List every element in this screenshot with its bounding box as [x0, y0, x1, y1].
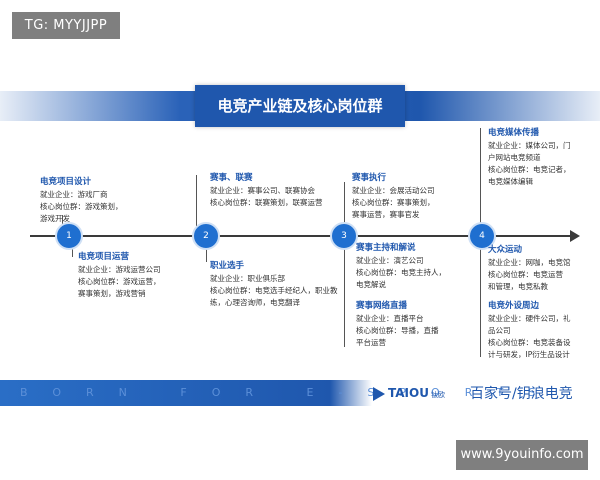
block-line: 和管理，电竞私教 [488, 282, 548, 291]
block-line: 核心岗位群：游戏运营， [78, 277, 161, 286]
block-line: 就业企业：职业俱乐部 [210, 274, 285, 283]
block-heading: 电竞项目设计 [40, 177, 92, 187]
diagram-title: 电竞产业链及核心岗位群 [217, 97, 383, 115]
block-line: 平台运营 [356, 338, 386, 347]
block-heading: 赛事、联赛 [210, 173, 253, 183]
timeline-arrow-icon [570, 230, 580, 242]
connector-4 [480, 128, 481, 235]
timeline-node-3: 3 [330, 222, 358, 250]
block-line: 就业企业：赛事公司、联赛协会 [210, 186, 315, 195]
block-heading: 赛事主持和解说 [356, 243, 416, 253]
block-line: 核心岗位群：赛事策划， [352, 198, 435, 207]
block-line: 就业企业：硬件公司，礼 [488, 314, 571, 323]
block-line: 练，心理咨询师，电竞翻译 [210, 298, 300, 307]
block-heading: 赛事网络直播 [356, 301, 408, 311]
banner-plate [195, 85, 405, 127]
block-line: 就业企业：网咖，电竞馆 [488, 258, 571, 267]
block-line: 就业企业：演艺公司 [356, 256, 424, 265]
timeline-node-2: 2 [192, 222, 220, 250]
block-line: 电竞解说 [356, 280, 386, 289]
block-heading: 大众运动 [488, 245, 523, 255]
block-live-streaming: 赛事网络直播 就业企业：直播平台 核心岗位群：导播，直播 平台运营 [356, 300, 439, 349]
block-line: 计与研发，IP衍生品设计 [488, 350, 570, 359]
connector-3 [344, 182, 345, 235]
block-line: 核心岗位群：电竞记者， [488, 165, 571, 174]
logo-text: TAIOU [388, 386, 429, 400]
block-esports-media: 电竞媒体传播 就业企业：媒体公司，门 户网站电竞频道 核心岗位群：电竞记者， 电… [488, 127, 571, 188]
block-line: 核心岗位群：联赛策划，联赛运营 [210, 198, 323, 207]
watermark-tag-top: TG: MYYJJPP [12, 12, 120, 39]
block-heading: 电竞项目运营 [78, 252, 130, 262]
connector-2 [196, 175, 197, 235]
block-line: 电竞媒体编辑 [488, 177, 533, 186]
footer-slogan: BORN FOR E-SPORTS [20, 386, 561, 399]
block-line: 品公司 [488, 326, 511, 335]
block-heading: 电竞外设周边 [488, 301, 540, 311]
block-line: 核心岗位群：游戏策划， [40, 202, 123, 211]
block-line: 核心岗位群：电竞运营 [488, 270, 563, 279]
block-pro-players: 职业选手 就业企业：职业俱乐部 核心岗位群：电竞选手经纪人，职业教 练，心理咨询… [210, 260, 338, 309]
block-heading: 职业选手 [210, 261, 245, 271]
connector-3b [344, 237, 345, 347]
block-hosting-commentary: 赛事主持和解说 就业企业：演艺公司 核心岗位群：电竞主持人， 电竞解说 [356, 242, 446, 291]
block-mass-sports: 大众运动 就业企业：网咖，电竞馆 核心岗位群：电竞运营 和管理，电竞私教 [488, 244, 571, 293]
block-esports-operation: 电竞项目运营 就业企业：游戏运营公司 核心岗位群：游戏运营， 赛事策划，游戏营销 [78, 251, 161, 300]
block-line: 核心岗位群：电竞主持人， [356, 268, 446, 277]
block-heading: 赛事执行 [352, 173, 387, 183]
block-line: 就业企业：直播平台 [356, 314, 424, 323]
block-line: 就业企业：媒体公司，门 [488, 141, 571, 150]
block-heading: 电竞媒体传播 [488, 128, 540, 138]
block-line: 核心岗位群：电竞装备设 [488, 338, 571, 347]
block-event-execution: 赛事执行 就业企业：会展活动公司 核心岗位群：赛事策划， 赛事运营，赛事官发 [352, 172, 435, 221]
timeline-axis [30, 235, 575, 237]
block-line: 赛事策划，游戏营销 [78, 289, 146, 298]
watermark-tag-bottom: www.9youinfo.com [456, 440, 588, 470]
block-line: 核心岗位群：电竞选手经纪人，职业教 [210, 286, 338, 295]
timeline-node-4: 4 [468, 222, 496, 250]
logo-subtext: 钛欧 [430, 391, 445, 399]
block-line: 游戏开发 [40, 214, 70, 223]
footer-strip [0, 380, 600, 406]
title-banner: 电竞产业链及核心岗位群 [0, 85, 600, 127]
block-line: 就业企业：会展活动公司 [352, 186, 435, 195]
timeline-node-1: 1 [55, 222, 83, 250]
connector-4b [480, 237, 481, 357]
block-line: 就业企业：游戏运营公司 [78, 265, 161, 274]
block-events-leagues: 赛事、联赛 就业企业：赛事公司、联赛协会 核心岗位群：联赛策划，联赛运营 [210, 172, 323, 209]
block-peripherals: 电竞外设周边 就业企业：硬件公司，礼 品公司 核心岗位群：电竞装备设 计与研发，… [488, 300, 571, 361]
block-line: 户网站电竞频道 [488, 153, 541, 162]
block-line: 核心岗位群：导播，直播 [356, 326, 439, 335]
block-line: 赛事运营，赛事官发 [352, 210, 420, 219]
block-line: 就业企业：游戏厂商 [40, 190, 108, 199]
source-credit: 百家号/钥浪电竞 [470, 386, 573, 402]
logo-triangle-icon [373, 386, 385, 401]
block-esports-design: 电竞项目设计 就业企业：游戏厂商 核心岗位群：游戏策划， 游戏开发 [40, 176, 123, 225]
